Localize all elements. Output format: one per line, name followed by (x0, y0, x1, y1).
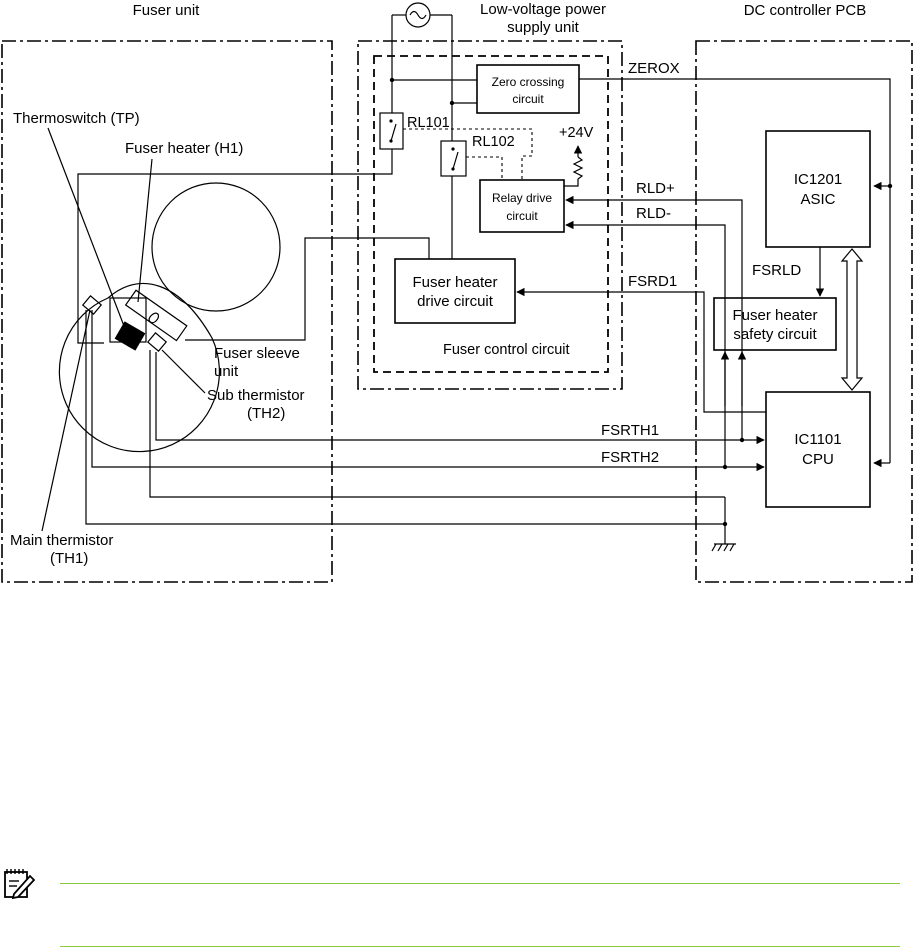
sub-thermistor-body (146, 332, 168, 352)
ground-symbol (711, 543, 736, 552)
ac-source-symbol (405, 2, 431, 28)
heater-drive-label-2: drive circuit (417, 293, 494, 310)
heater-drive-box (394, 258, 516, 324)
pullup-resistor (564, 156, 584, 187)
safety-label-2: safety circuit (733, 326, 817, 343)
main-thermistor-label-2: (TH1) (50, 550, 88, 567)
zero-crossing-label-2: circuit (512, 92, 544, 106)
fuser-unit-frame (1, 40, 333, 583)
lvps-title-line2: supply unit (507, 19, 580, 36)
fsrth2-label: FSRTH2 (601, 449, 659, 466)
dc-controller-title: DC controller PCB (744, 2, 867, 19)
asic-box (765, 130, 871, 248)
dc-controller-frame (695, 40, 913, 583)
fuser-unit-title: Fuser unit (133, 2, 201, 19)
rl102-label: RL102 (472, 134, 515, 150)
sleeve-label-1: Fuser sleeve (214, 345, 300, 362)
zerox-label: ZEROX (628, 60, 680, 77)
note-bottom-rule (60, 946, 900, 947)
fuser-control-label: Fuser control circuit (443, 342, 570, 358)
note-pencil-icon (2, 866, 36, 900)
v24-label: +24V (559, 125, 594, 141)
fsrd1-label: FSRD1 (628, 273, 677, 290)
fuser-control-diagram: Fuser unit Low-voltage power supply unit… (1, 1, 913, 583)
rl101-coil-link (403, 128, 533, 180)
safety-circuit-box (713, 297, 837, 351)
rl101-label: RL101 (407, 115, 450, 131)
note-top-rule (60, 883, 900, 884)
relay-drive-label-1: Relay drive (492, 191, 552, 205)
main-thermistor-body (81, 295, 103, 315)
lvps-title-line1: Low-voltage power (480, 1, 606, 18)
relay-drive-box (479, 179, 565, 233)
asic-cpu-bus (840, 248, 864, 391)
sub-thermistor-label-2: (TH2) (247, 405, 285, 422)
fuser-control-frame (373, 55, 609, 373)
rld-minus-label: RLD- (636, 205, 671, 222)
rld-plus-label: RLD+ (636, 180, 675, 197)
relay-drive-label-2: circuit (506, 209, 538, 223)
fuser-sleeve (58, 283, 220, 453)
rl101-relay (379, 112, 404, 150)
sleeve-label-2: unit (214, 363, 239, 380)
thermoswitch-body (114, 321, 146, 351)
zero-crossing-box (476, 64, 580, 114)
rl102-coil-link (466, 156, 503, 180)
zerox-line (579, 78, 891, 463)
fsrld-label: FSRLD (752, 262, 801, 279)
thermoswitch-label: Thermoswitch (TP) (13, 110, 140, 127)
asic-label-1: IC1201 (794, 171, 842, 188)
lvps-frame (357, 40, 623, 390)
cpu-box (765, 391, 871, 508)
main-thermistor-label-1: Main thermistor (10, 532, 113, 549)
sub-thermistor-label-1: Sub thermistor (207, 387, 305, 404)
heater-drive-label-1: Fuser heater (412, 274, 497, 291)
asic-label-2: ASIC (800, 191, 835, 208)
pressure-roller (151, 182, 281, 312)
heater-label: Fuser heater (H1) (125, 140, 243, 157)
safety-label-1: Fuser heater (732, 307, 817, 324)
cpu-label-1: IC1101 (794, 431, 841, 448)
rl102-relay (440, 140, 467, 177)
cpu-label-2: CPU (802, 451, 834, 468)
zero-crossing-label-1: Zero crossing (492, 75, 565, 89)
fsrth1-label: FSRTH1 (601, 422, 659, 439)
